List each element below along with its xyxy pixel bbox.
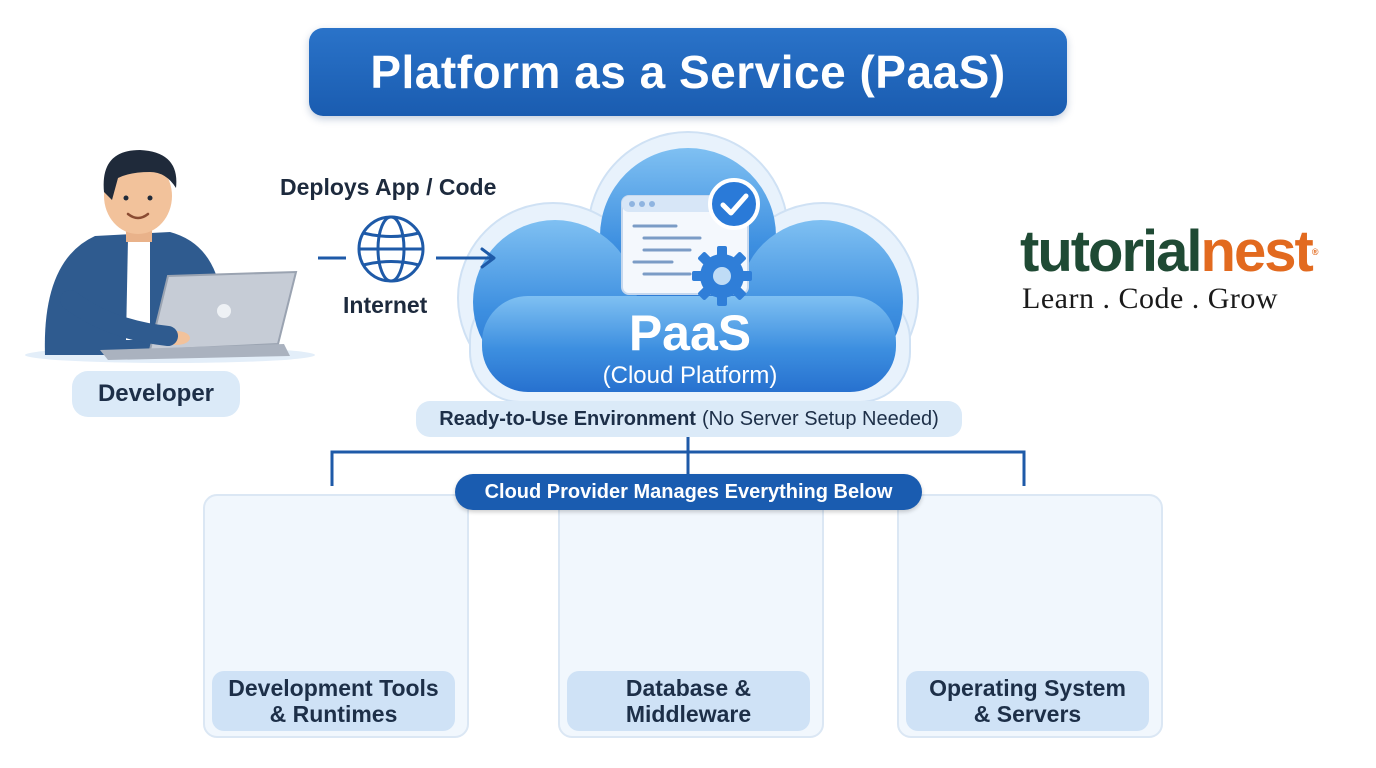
provider-banner: Cloud Provider Manages Everything Below: [455, 474, 922, 510]
component-label-line: & Runtimes: [269, 701, 398, 727]
component-label-line: Database &: [625, 675, 752, 701]
page-title: Platform as a Service (PaaS): [309, 28, 1067, 116]
connector-lines: [330, 437, 1026, 486]
cloud-title: PaaS: [628, 305, 752, 361]
cloud-subtitle: (Cloud Platform): [602, 362, 778, 389]
component-label-line: Operating System: [929, 675, 1126, 701]
component-label-line: Development Tools: [228, 675, 439, 701]
component-label-database: Database & Middleware: [567, 671, 810, 731]
brand-name-part2: nest: [1200, 219, 1314, 284]
component-label-servers: Operating System & Servers: [906, 671, 1149, 731]
component-label-line: Middleware: [625, 701, 752, 727]
brand-logo: tutorialnest®: [1020, 222, 1318, 282]
internet-label: Internet: [343, 292, 428, 318]
environment-note: (No Server Setup Needed): [701, 407, 939, 430]
gear-icon: [692, 246, 752, 306]
registered-mark: ®: [1311, 247, 1319, 257]
environment-badge: Ready-to-Use Environment (No Server Setu…: [416, 401, 962, 437]
globe-icon: [357, 215, 425, 283]
deploy-label: Deploys App / Code: [280, 174, 497, 200]
environment-title: Ready-to-Use Environment: [439, 407, 696, 430]
developer-label: Developer: [72, 371, 240, 417]
developer-illustration: [25, 150, 315, 363]
brand-name-part1: tutorial: [1020, 219, 1203, 284]
component-label-dev-tools: Development Tools & Runtimes: [212, 671, 455, 731]
component-label-line: & Servers: [973, 701, 1082, 727]
brand-tagline: Learn . Code . Grow: [1022, 282, 1279, 315]
deploy-arrow: [318, 247, 496, 269]
checkmark-badge-icon: [708, 178, 760, 230]
